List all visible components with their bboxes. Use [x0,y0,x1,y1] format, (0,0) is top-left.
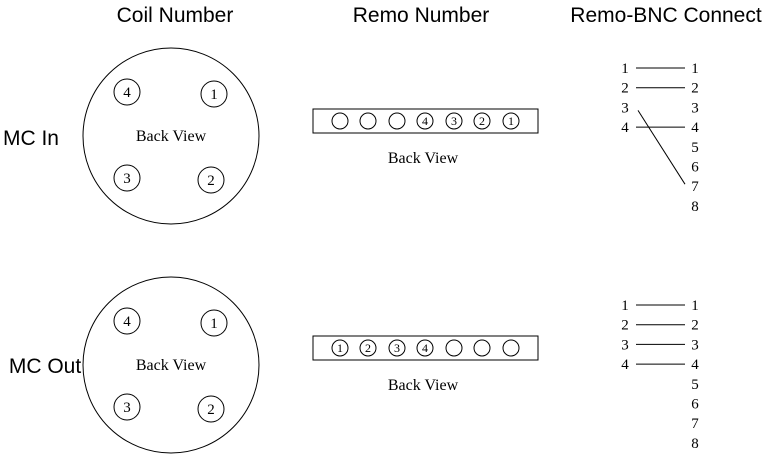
bnc-left-number: 1 [621,61,629,77]
bnc-left-number: 1 [621,298,629,314]
bnc-right-number: 3 [691,337,699,353]
bnc-right-number: 8 [691,199,699,215]
side-label: MC In [3,127,59,150]
bnc-right-number: 5 [691,140,699,156]
remo-pin [331,112,349,130]
coil-pin-number: 3 [123,400,131,416]
header-remo-bnc-connect: Remo-BNC Connect [570,4,762,27]
coil-pin [197,395,225,423]
coil-pin [113,164,141,192]
bnc-right-number: 1 [691,61,699,77]
coil-pin-number: 2 [207,402,215,418]
remo-pin-number: 4 [422,114,428,128]
coil-pin-number: 4 [123,85,131,101]
remo-pin-number: 3 [394,341,400,355]
remo-back-view-label: Back View [388,377,459,394]
bnc-right-number: 7 [691,416,699,432]
bnc-right-number: 4 [691,357,699,373]
remo-pin [473,112,491,130]
coil-pin-number: 3 [123,171,131,187]
bnc-right-number: 6 [691,160,699,176]
bnc-right-number: 3 [691,100,699,116]
header-remo-number: Remo Number [353,4,490,27]
bnc-left-number: 3 [621,337,629,353]
remo-pin [416,112,434,130]
bnc-right-number: 1 [691,298,699,314]
coil-pin-number: 2 [207,173,215,189]
remo-pin-number: 2 [479,114,485,128]
coil-pin [113,393,141,421]
coil-connector [82,47,260,225]
bnc-left-number: 2 [621,81,629,97]
remo-pin-number: 2 [365,341,371,355]
bnc-left-number: 4 [621,357,629,373]
coil-back-view-label: Back View [136,128,207,145]
coil-pin [200,309,228,337]
remo-pin [359,112,377,130]
remo-pin [445,112,463,130]
coil-pin [197,166,225,194]
remo-connector [312,108,539,134]
bnc-right-number: 8 [691,436,699,452]
coil-pin [200,80,228,108]
bnc-right-number: 2 [691,81,699,97]
bnc-right-number: 5 [691,377,699,393]
remo-back-view-label: Back View [388,150,459,167]
remo-pin-number: 4 [422,341,428,355]
coil-pin [113,307,141,335]
coil-pin [113,78,141,106]
bnc-left-number: 4 [621,120,629,136]
bnc-left-number: 2 [621,318,629,334]
remo-pin [388,112,406,130]
bnc-right-number: 6 [691,397,699,413]
remo-pin [331,339,349,357]
remo-pin-number: 1 [337,341,343,355]
coil-pin-number: 4 [123,314,131,330]
remo-pin [502,339,520,357]
remo-pin [445,339,463,357]
bnc-right-number: 7 [691,179,699,195]
side-label: MC Out [9,355,82,378]
remo-pin-number: 3 [451,114,457,128]
remo-pin-number: 1 [508,114,514,128]
coil-pin-number: 1 [210,316,218,332]
remo-pin [502,112,520,130]
bnc-right-number: 2 [691,318,699,334]
bnc-left-number: 3 [621,100,629,116]
remo-connector [312,335,539,361]
coil-pin-number: 1 [210,87,218,103]
remo-pin [359,339,377,357]
bnc-wire-crossover [637,110,686,185]
remo-pin [473,339,491,357]
bnc-right-number: 4 [691,120,699,136]
remo-pin [416,339,434,357]
coil-connector [82,276,260,454]
remo-pin [388,339,406,357]
header-coil-number: Coil Number [117,4,234,27]
coil-back-view-label: Back View [136,357,207,374]
